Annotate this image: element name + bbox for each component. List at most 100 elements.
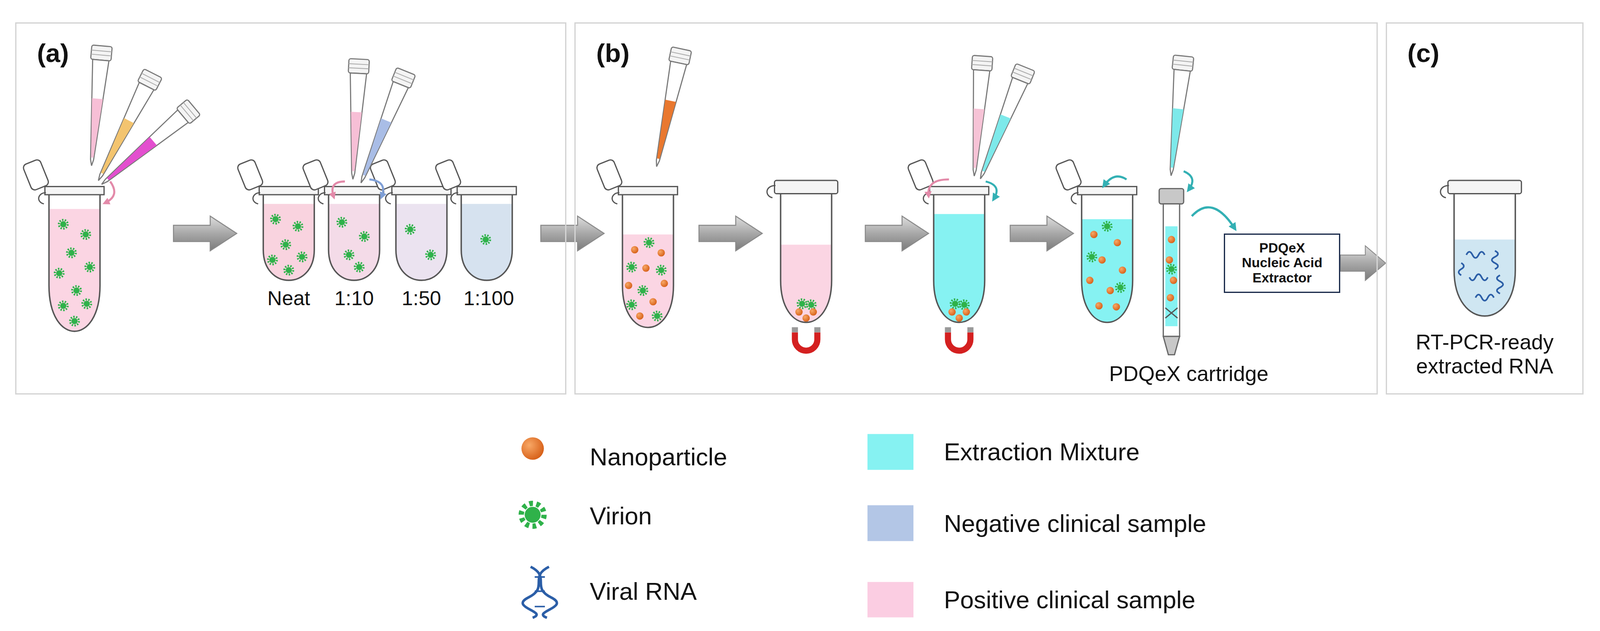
wash-tube bbox=[928, 179, 949, 197]
dilution-tubes bbox=[395, 204, 448, 281]
cartridge bbox=[1159, 188, 1184, 204]
wash-tube bbox=[933, 214, 985, 323]
sample-tube bbox=[595, 46, 692, 328]
legend-item: Positive clinical sample bbox=[867, 581, 1196, 618]
legend-nanoparticle bbox=[521, 437, 544, 461]
dilution-tubes bbox=[391, 186, 451, 195]
sample-tube bbox=[660, 280, 668, 288]
capped-tube bbox=[809, 308, 817, 316]
label: RT-PCR-ready extracted RNA bbox=[1404, 330, 1565, 380]
capped-tube bbox=[806, 300, 816, 310]
viral-rna bbox=[1475, 294, 1495, 302]
extraction-tube bbox=[1077, 186, 1137, 195]
sample-tube bbox=[81, 230, 91, 240]
label-text: 1:50 bbox=[401, 286, 442, 310]
extraction-tube bbox=[1095, 302, 1103, 310]
extraction-tube bbox=[1087, 252, 1097, 262]
sample-tube bbox=[44, 186, 104, 195]
legend-text: Virion bbox=[589, 502, 652, 530]
legend-viral-rna bbox=[522, 567, 549, 619]
dilution-tubes bbox=[271, 215, 281, 224]
dilution-tubes bbox=[461, 193, 513, 281]
label: 1:50 bbox=[401, 286, 442, 310]
capped-tube bbox=[797, 299, 807, 309]
rna-tube bbox=[1440, 185, 1450, 198]
legend-swatch bbox=[867, 505, 914, 542]
capped-tube bbox=[780, 193, 832, 323]
label: Neat bbox=[267, 286, 310, 310]
sample-tube bbox=[630, 246, 639, 254]
legend-swatch bbox=[867, 434, 914, 471]
dilution-tubes bbox=[328, 193, 380, 281]
dilution-tubes bbox=[259, 186, 319, 195]
extraction-tube bbox=[1104, 176, 1127, 186]
dilution-tubes bbox=[297, 252, 307, 262]
pipette-tips bbox=[332, 181, 345, 197]
dilution-tubes bbox=[426, 250, 436, 260]
extraction-tube bbox=[1090, 231, 1098, 239]
extraction-tube bbox=[1098, 256, 1106, 264]
sample-tube bbox=[638, 286, 648, 296]
panel-label: (b) bbox=[596, 40, 630, 67]
dilution-tubes bbox=[434, 158, 462, 205]
panel: (a) bbox=[15, 22, 567, 395]
wash-tube bbox=[950, 299, 960, 309]
cartridge bbox=[1183, 171, 1193, 190]
legend-nanoparticle bbox=[521, 437, 544, 461]
extraction-tube bbox=[1085, 276, 1094, 284]
viral-rna bbox=[1497, 275, 1504, 294]
panel-label: (c) bbox=[1407, 40, 1440, 67]
dilution-tubes bbox=[328, 204, 380, 281]
rna-tube bbox=[1447, 180, 1522, 194]
pipette-tips bbox=[342, 58, 370, 181]
dilution-tubes bbox=[354, 262, 364, 272]
dilution-tubes bbox=[268, 255, 278, 265]
wash-tube bbox=[985, 181, 997, 199]
sample-tube bbox=[635, 312, 644, 320]
extraction-tube bbox=[1102, 221, 1112, 231]
extraction-tube bbox=[1081, 193, 1133, 323]
sample-tube bbox=[622, 193, 674, 328]
viral-rna bbox=[1458, 250, 1504, 302]
cartridge bbox=[1167, 236, 1175, 244]
wash-tube bbox=[945, 327, 974, 351]
pipette-tips bbox=[105, 181, 115, 203]
panel-label: (a) bbox=[37, 40, 70, 67]
wash-tube bbox=[948, 308, 956, 316]
rna-tube bbox=[1454, 193, 1516, 316]
legend-swatch bbox=[867, 581, 914, 618]
sample-tube bbox=[627, 262, 636, 272]
sample-tube bbox=[657, 265, 666, 275]
dilution-tubes bbox=[263, 204, 315, 281]
dilution-tubes bbox=[344, 250, 354, 260]
sample-tube bbox=[85, 262, 95, 272]
extraction-tube bbox=[1118, 266, 1126, 274]
viral-rna bbox=[1469, 274, 1488, 281]
dilution-tubes bbox=[293, 221, 303, 231]
sample-tube bbox=[54, 269, 64, 278]
cartridge bbox=[1160, 54, 1194, 177]
label: 1:10 bbox=[334, 286, 374, 310]
extraction-tube bbox=[1106, 287, 1114, 295]
sample-tube bbox=[595, 158, 624, 205]
legend-viral-rna bbox=[534, 577, 545, 607]
illustration bbox=[540, 216, 604, 251]
cartridge bbox=[1159, 54, 1235, 355]
label: 1:100 bbox=[463, 286, 515, 310]
illustration bbox=[698, 216, 763, 251]
pipette-tips bbox=[94, 99, 201, 192]
extraction-tube bbox=[1054, 158, 1137, 323]
dilution-tubes bbox=[263, 193, 315, 281]
sample-tube bbox=[644, 238, 654, 248]
sample-tube bbox=[82, 299, 92, 309]
sample-tube bbox=[59, 301, 68, 311]
legend-virion bbox=[521, 503, 545, 527]
sample-tube bbox=[59, 220, 68, 229]
cartridge bbox=[1166, 264, 1176, 274]
capped-tube bbox=[767, 180, 838, 351]
dilution-tubes bbox=[405, 225, 415, 235]
wash-tube bbox=[929, 186, 989, 195]
legend-item: Negative clinical sample bbox=[867, 505, 1207, 542]
sample-tube bbox=[618, 186, 678, 195]
dilution-tubes bbox=[236, 158, 517, 281]
